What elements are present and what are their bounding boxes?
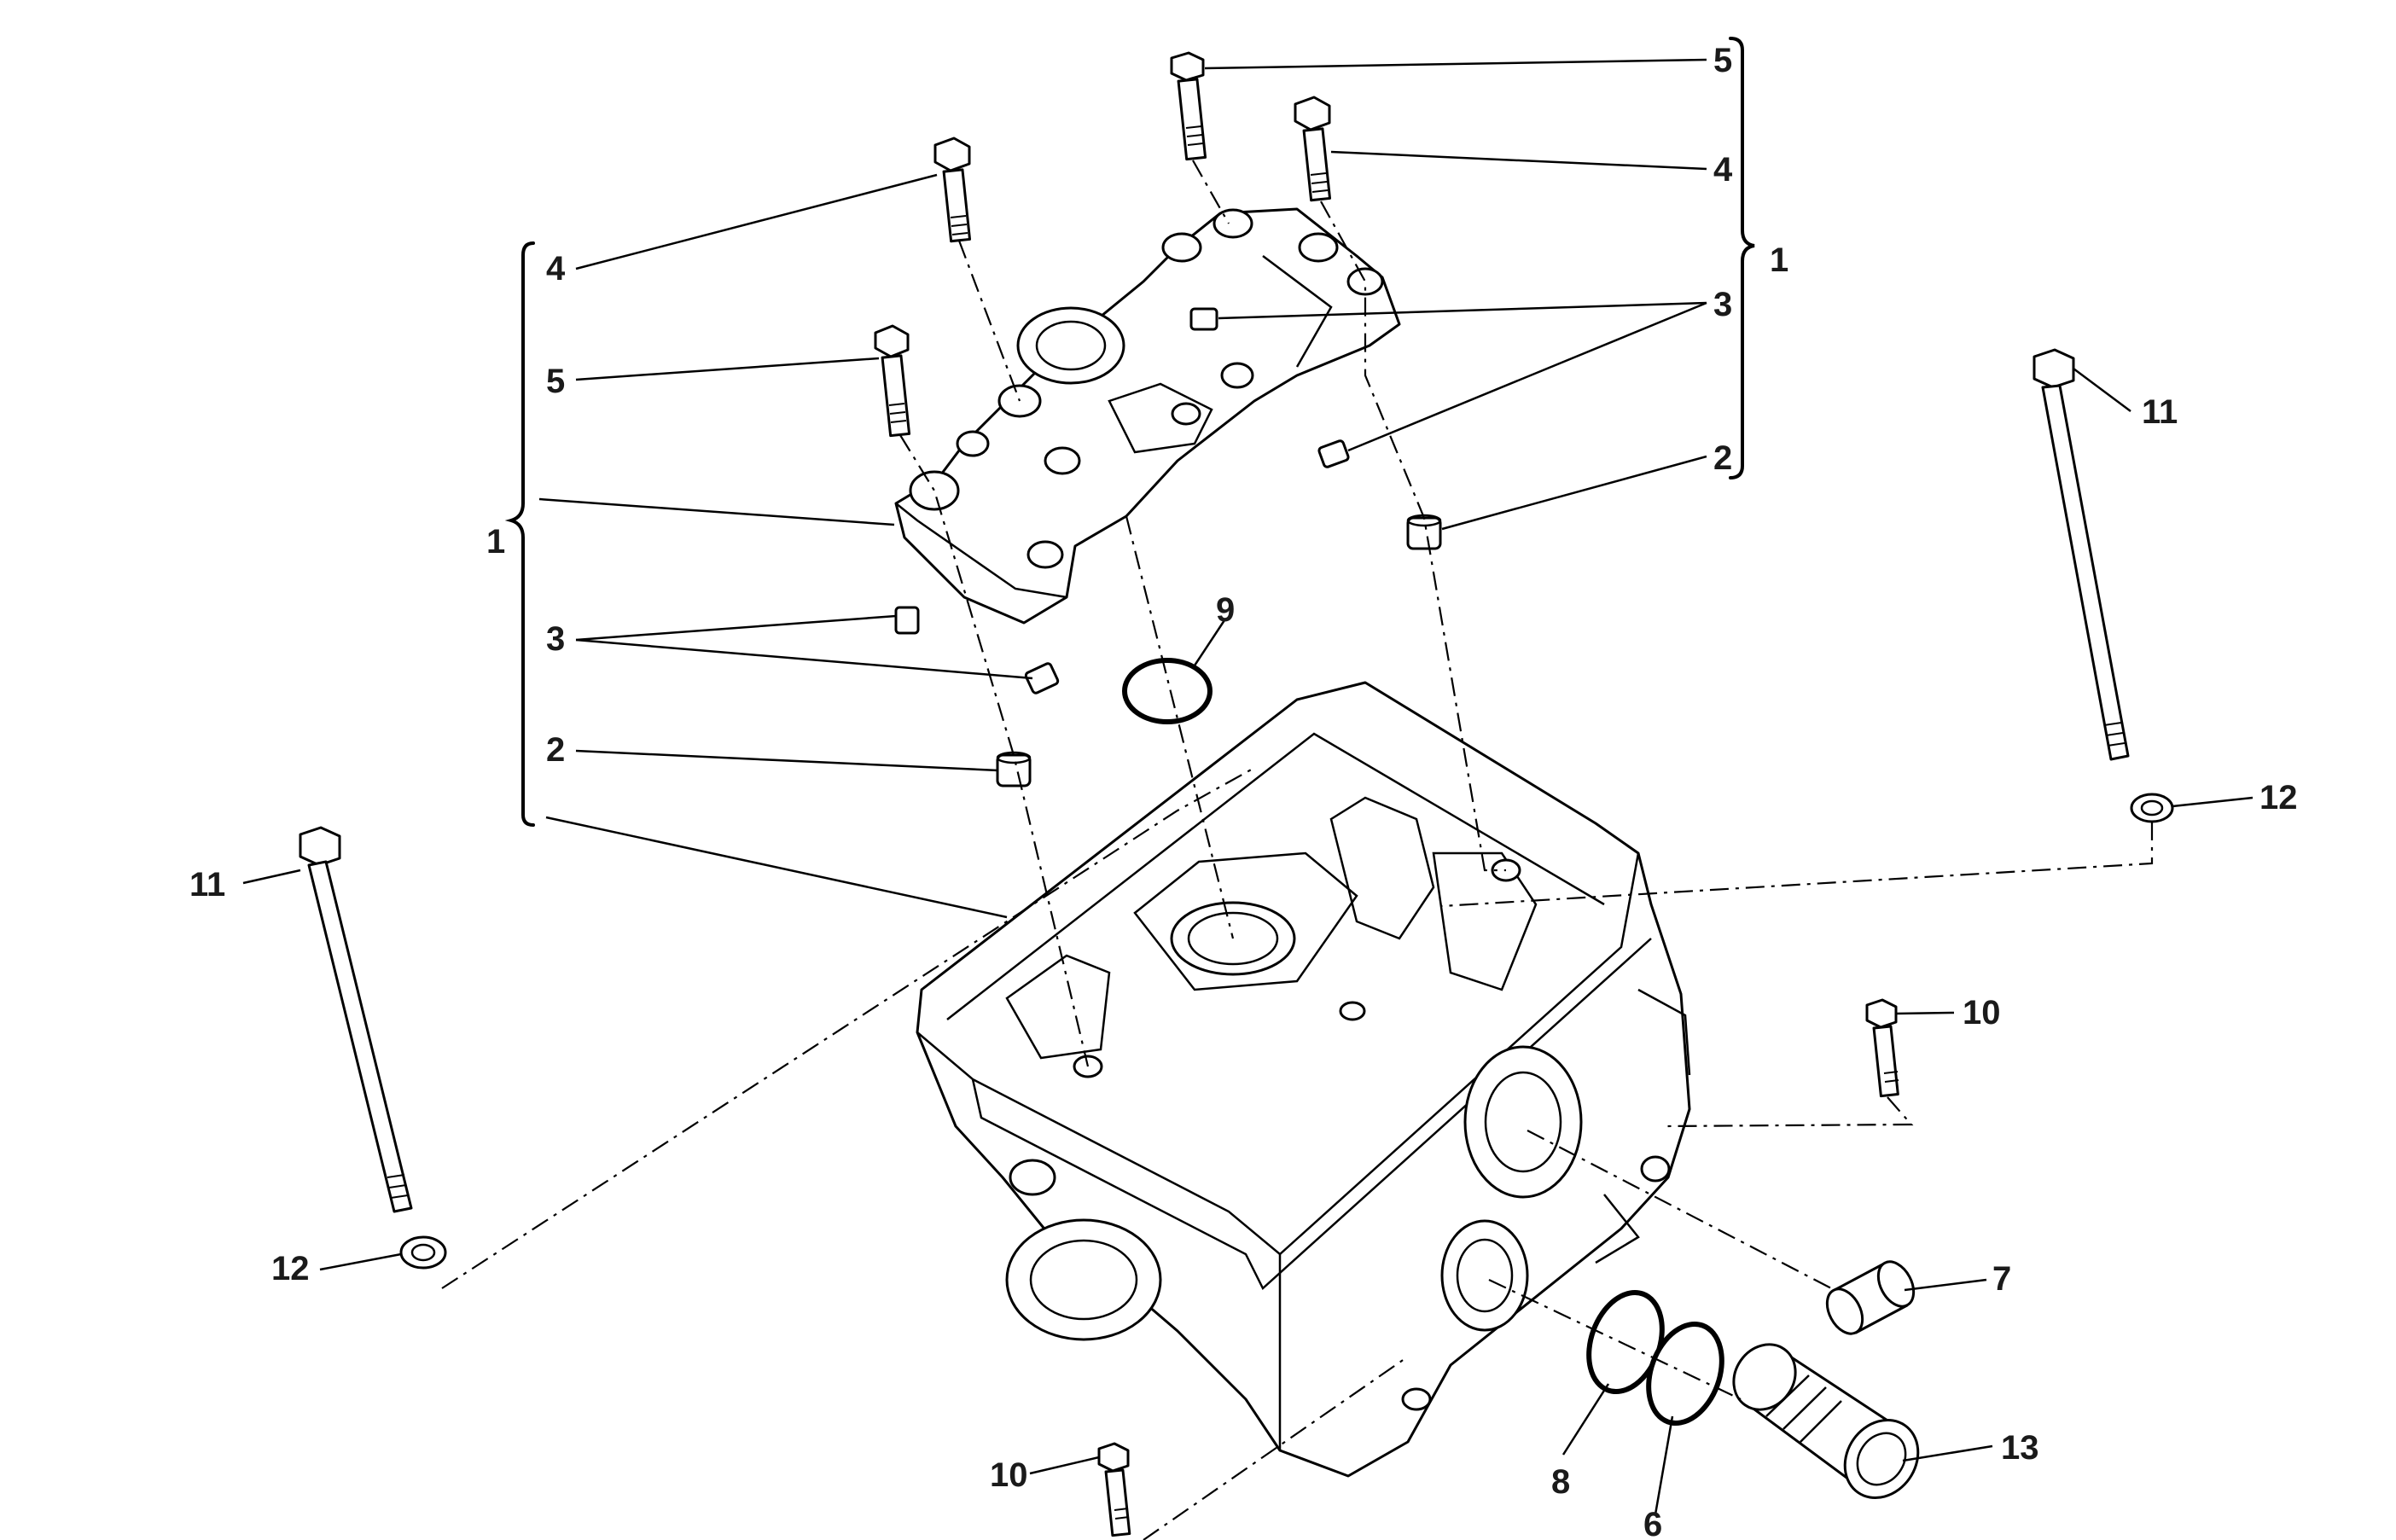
bolt-part-10-bottom [1097, 1442, 1131, 1537]
callout-8: 8 [1551, 1463, 1570, 1501]
stud-part-11-left [299, 826, 413, 1213]
camshaft-carrier [894, 207, 1401, 625]
bushing-part-7 [1825, 1260, 1916, 1335]
dowel-part-2-right [1406, 514, 1442, 550]
callout-12-left: 12 [271, 1250, 310, 1287]
dowel-part-2-left [996, 751, 1032, 787]
callout-5-top-right: 5 [1713, 42, 1732, 79]
callout-9: 9 [1216, 591, 1235, 629]
stud-part-11-right [2033, 348, 2130, 761]
callout-6: 6 [1643, 1506, 1662, 1540]
callout-4-left: 4 [546, 250, 566, 288]
cylinder-head [916, 681, 1691, 1478]
callout-4-top-right: 4 [1713, 151, 1733, 189]
callout-2-left: 2 [546, 731, 565, 769]
bolt-part-10-right [1865, 998, 1899, 1098]
washer-part-12-left [399, 1235, 447, 1270]
callout-1-right: 1 [1770, 241, 1788, 279]
callout-13: 13 [2001, 1429, 2039, 1467]
group-brace-left [504, 241, 535, 827]
callout-2-right: 2 [1713, 439, 1732, 477]
callout-11-left: 11 [189, 866, 225, 904]
bolt-part-5-top [1170, 51, 1207, 161]
callout-11-right: 11 [2142, 393, 2178, 431]
washer-part-12-right [2130, 793, 2174, 823]
group-brace-right [1729, 37, 1755, 479]
callout-10-right: 10 [1963, 994, 2001, 1032]
callout-labels: 5 4 1 3 2 4 5 1 3 2 9 11 12 11 12 10 7 8… [189, 42, 2298, 1540]
callout-7: 7 [1992, 1260, 2011, 1298]
callout-5-left: 5 [546, 363, 565, 400]
bolt-part-4-top [1294, 96, 1332, 202]
callout-12-right: 12 [2259, 779, 2298, 816]
callout-10-bottom: 10 [990, 1456, 1028, 1494]
bolt-part-5-left [874, 324, 911, 438]
leader-lines [242, 58, 2254, 1515]
plug-part-3-d [1024, 662, 1060, 694]
assembly-centerlines [441, 160, 2154, 1540]
bolt-part-4-left [933, 137, 972, 243]
plug-part-3-a [1189, 307, 1218, 331]
callout-3-right: 3 [1713, 286, 1732, 323]
plug-part-3-b [1317, 439, 1350, 468]
sleeve-part-13 [1732, 1343, 1920, 1500]
callout-3-left: 3 [546, 620, 565, 658]
callout-1-left: 1 [486, 523, 505, 561]
plug-part-3-c [894, 606, 920, 635]
o-ring-part-9 [1122, 658, 1213, 724]
